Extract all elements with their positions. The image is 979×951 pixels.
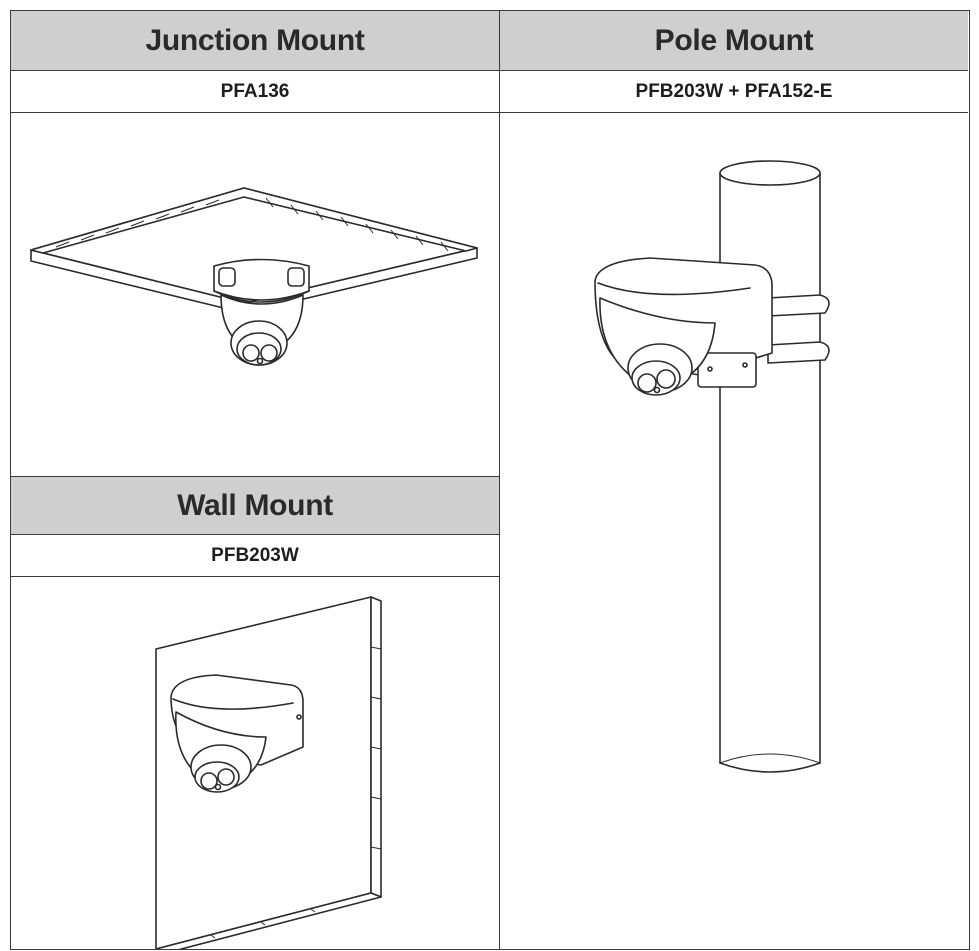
wall-mount-drawing: [155, 596, 382, 949]
junction-mount-title: Junction Mount: [145, 23, 365, 57]
pole-mount-title: Pole Mount: [654, 23, 814, 57]
junction-mount-illustration: [11, 113, 500, 477]
wall-mount-title: Wall Mount: [177, 488, 333, 522]
junction-mount-drawing: [30, 187, 478, 366]
wall-mount-model: PFB203W: [211, 544, 299, 566]
junction-mount-header: Junction Mount: [11, 11, 500, 71]
junction-mount-model: PFA136: [220, 80, 290, 102]
pole-mount-model-cell: PFB203W + PFA152-E: [500, 71, 968, 113]
wall-mount-illustration: [11, 577, 500, 949]
pole-mount-header: Pole Mount: [500, 11, 968, 71]
wall-mount-header: Wall Mount: [11, 477, 500, 535]
wall-mount-model-cell: PFB203W: [11, 535, 500, 577]
pole-mount-drawing: [594, 160, 830, 773]
junction-mount-model-cell: PFA136: [11, 71, 500, 113]
mount-options-table: Junction Mount Pole Mount PFA136 PFB203W…: [10, 10, 970, 950]
pole-mount-illustration: [500, 113, 968, 949]
pole-mount-model: PFB203W + PFA152-E: [635, 80, 833, 102]
